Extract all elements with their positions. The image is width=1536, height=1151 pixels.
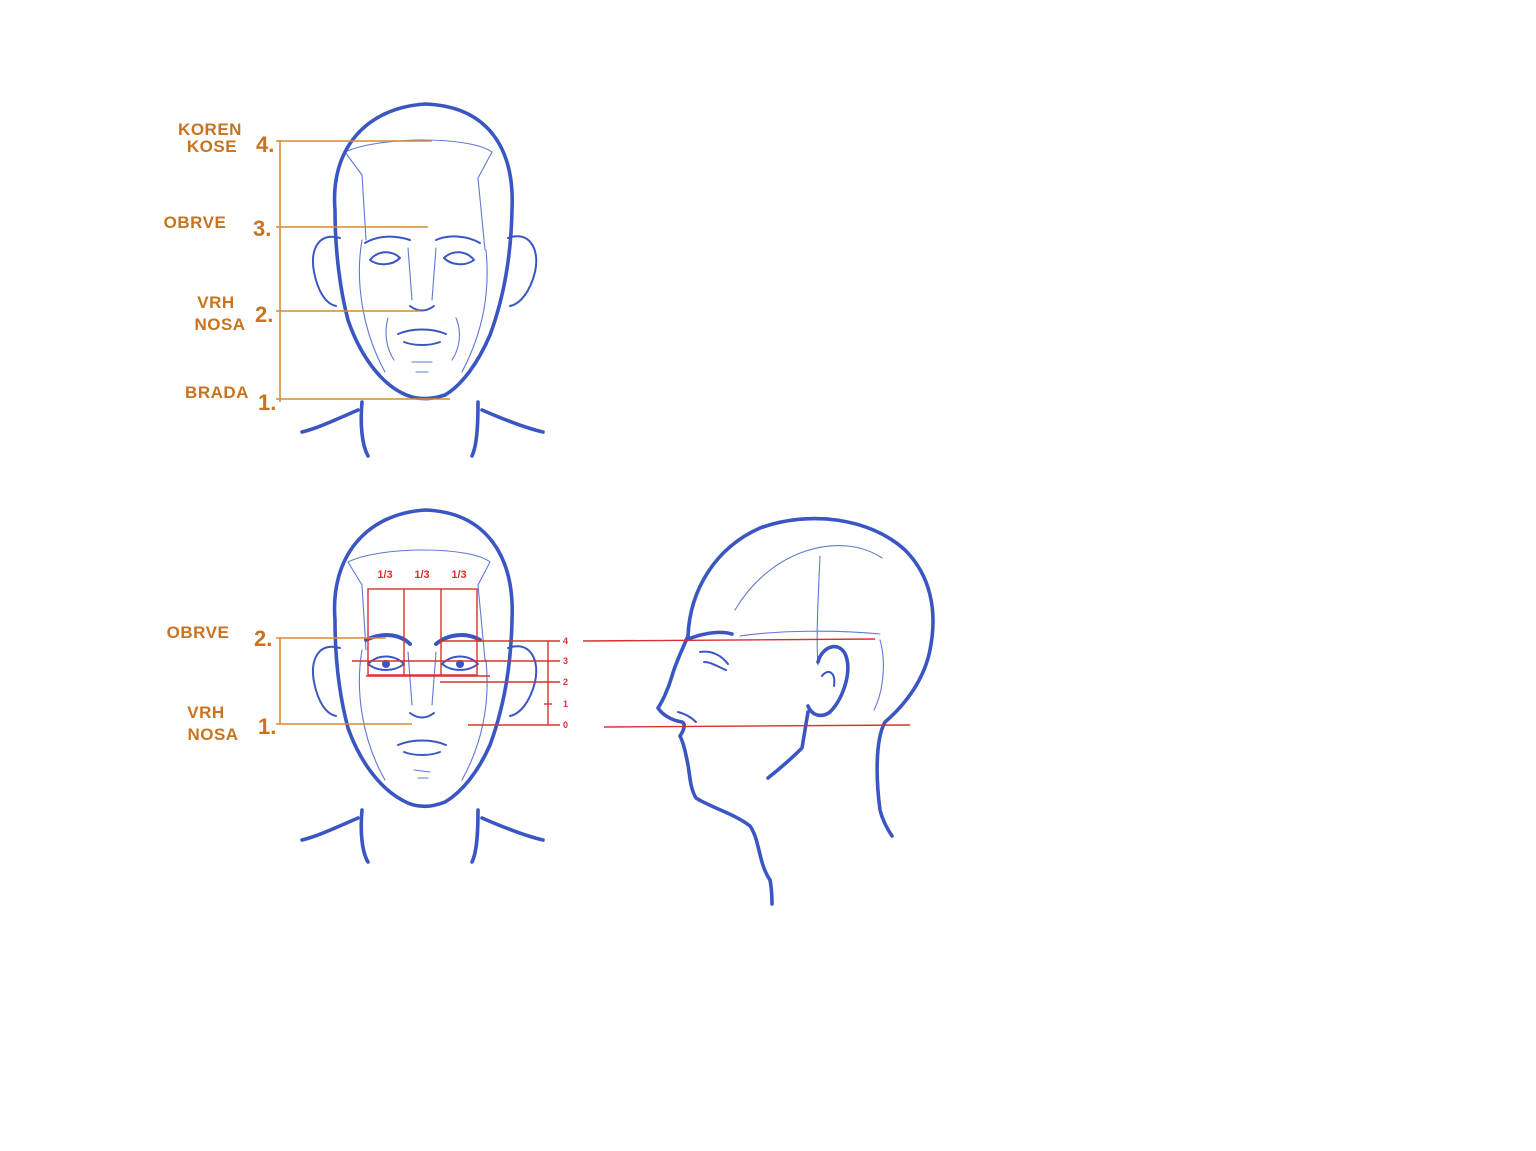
front-head-top: [300, 102, 545, 458]
scale-label-2: 2: [563, 677, 568, 687]
label-nosa-bottom: NOSA: [187, 725, 238, 744]
profile-eye: [699, 650, 729, 671]
top-guides: [276, 140, 450, 402]
face-plane-right: [461, 249, 488, 373]
left-iris: [382, 660, 390, 668]
label-num-1-bottom: 1.: [258, 714, 276, 739]
left-ear: [312, 235, 341, 307]
jaw-line: [766, 710, 810, 780]
profile-ear-inner: [821, 670, 836, 687]
face-plane-left: [358, 649, 386, 781]
mouth: [397, 328, 447, 346]
neck-left: [359, 400, 370, 458]
neck-left: [359, 808, 370, 864]
label-nosa-top: NOSA: [194, 315, 245, 334]
profile-nose-guide: [603, 724, 911, 728]
mouth: [397, 739, 447, 756]
shoulder-right: [480, 408, 545, 434]
scale-label-1: 1: [563, 699, 568, 709]
bottom-guides: [276, 637, 412, 725]
third-label-2: 1/3: [414, 569, 429, 581]
right-brow: [434, 633, 482, 646]
label-koren-line2: KOSE: [187, 137, 237, 156]
face-profile: [656, 634, 774, 906]
label-num-4: 4.: [256, 132, 274, 157]
label-vrh-top: VRH: [197, 293, 234, 312]
left-eye: [369, 251, 401, 266]
face-plane-right: [461, 659, 488, 781]
right-eye: [441, 655, 479, 671]
neck-right: [470, 400, 480, 458]
profile-nostril: [677, 711, 697, 723]
third-label-3: 1/3: [451, 569, 466, 581]
chin-mark: [411, 361, 433, 373]
left-brow: [364, 235, 411, 244]
label-koren-line1: KOREN: [178, 120, 242, 139]
face-plane-left: [358, 239, 386, 373]
shoulder-right: [480, 816, 545, 842]
right-eye: [443, 251, 475, 266]
chin-mark: [413, 769, 431, 779]
neck-right: [470, 808, 480, 864]
label-num-3: 3.: [253, 216, 271, 241]
nose-bridge: [407, 651, 437, 706]
scale-label-4: 4: [563, 636, 568, 646]
right-ear: [507, 235, 538, 307]
thirds-grid: 1/3 1/3 1/3 4 3 2 1 0: [352, 569, 568, 730]
scale-label-0: 0: [563, 720, 568, 730]
cheek-lines: [385, 317, 461, 361]
nose-base: [409, 712, 435, 719]
shoulder-left: [300, 816, 360, 842]
bottom-labels: OBRVE 2. VRH NOSA 1.: [167, 623, 277, 744]
right-iris: [456, 660, 464, 668]
shoulder-left: [300, 408, 360, 434]
left-ear: [312, 645, 341, 717]
profile-head: [582, 516, 935, 906]
label-num-2: 2.: [255, 302, 273, 327]
label-obrve-top: OBRVE: [164, 213, 227, 232]
nose-base: [409, 305, 435, 312]
right-brow: [435, 235, 481, 244]
label-num-1: 1.: [258, 390, 276, 415]
thirds-box: [367, 588, 478, 676]
skull-outline: [332, 508, 514, 809]
label-obrve-bottom: OBRVE: [167, 623, 230, 642]
third-label-1: 1/3: [377, 569, 392, 581]
profile-outline: [686, 516, 935, 838]
hairline-construction: [347, 549, 491, 661]
profile-brow-guide: [582, 638, 876, 642]
skull-outline: [332, 102, 514, 401]
label-vrh-bottom: VRH: [187, 703, 224, 722]
scale-label-3: 3: [563, 656, 568, 666]
hairline-construction: [344, 139, 493, 251]
right-ear: [507, 645, 538, 717]
label-num-2-bottom: 2.: [254, 626, 272, 651]
front-head-bottom: [300, 508, 545, 864]
profile-ear: [806, 644, 850, 718]
nose-bridge: [407, 247, 437, 301]
top-labels: KOREN KOSE 4. OBRVE 3. VRH NOSA 2. BRADA…: [164, 120, 277, 415]
label-brada: BRADA: [185, 383, 249, 402]
skull-construction: [734, 545, 884, 711]
brow-line: [684, 630, 734, 642]
